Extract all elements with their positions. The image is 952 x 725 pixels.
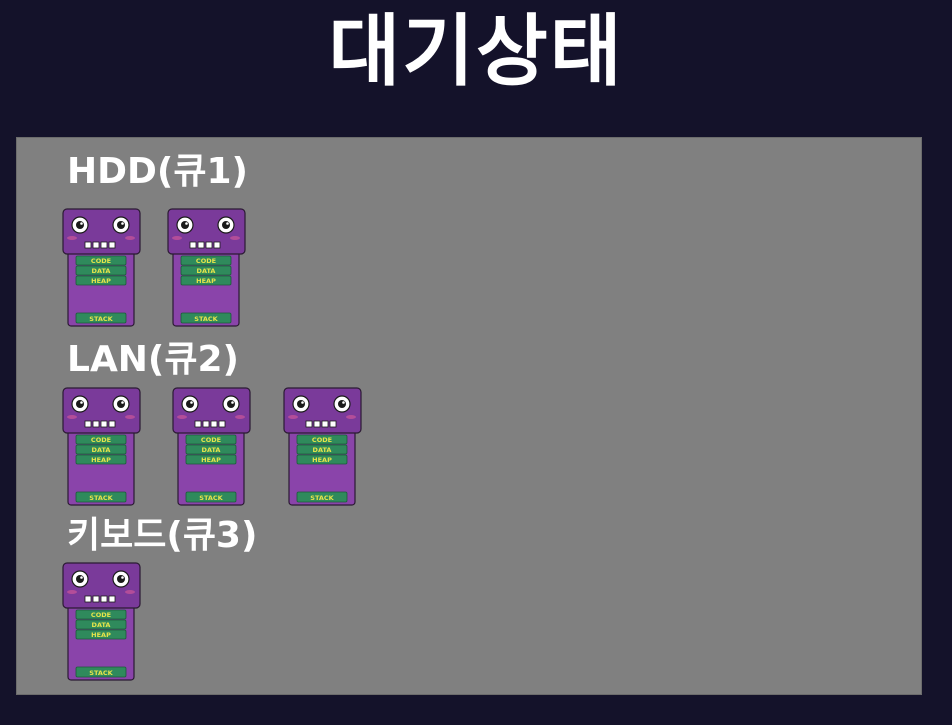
- left-eye-icon: [71, 216, 89, 234]
- teeth-icon: [305, 420, 337, 428]
- heap-segment-block: [75, 629, 127, 640]
- process-icon: CODE DATA HEAP STACK: [62, 562, 142, 682]
- heap-segment-block: [180, 275, 232, 286]
- stack-segment-label: STACK: [194, 315, 218, 323]
- page-title: 대기상태: [328, 7, 624, 97]
- right-eye-icon: [333, 395, 351, 413]
- stack-segment-label: STACK: [89, 669, 113, 677]
- heap-segment-label: HEAP: [201, 456, 221, 464]
- teeth-icon: [84, 241, 116, 249]
- data-segment-label: DATA: [202, 446, 221, 454]
- code-segment-block: [75, 434, 127, 445]
- code-segment-block: [75, 255, 127, 266]
- data-segment-block: [185, 444, 237, 455]
- right-eye-icon: [217, 216, 235, 234]
- code-segment-label: CODE: [91, 611, 111, 619]
- queue-label-hdd: HDD(큐1): [67, 151, 248, 192]
- right-eye-icon: [112, 570, 130, 588]
- code-segment-label: CODE: [91, 257, 111, 265]
- right-eye-icon: [222, 395, 240, 413]
- queue-row-lan: CODE DATA HEAP STACK CODE DATA HEAP STACK CODE…: [17, 387, 921, 507]
- stack-segment-label: STACK: [310, 494, 334, 502]
- code-segment-label: CODE: [312, 436, 332, 444]
- right-eye-icon: [112, 395, 130, 413]
- queue-label-lan: LAN(큐2): [67, 339, 240, 380]
- waiting-queues-panel: HDD(큐1) CODE DATA HEAP STACK CODE DATA HEAP ST…: [16, 137, 922, 695]
- stack-segment-label: STACK: [199, 494, 223, 502]
- data-segment-label: DATA: [92, 621, 111, 629]
- heap-segment-block: [75, 454, 127, 465]
- teeth-icon: [84, 420, 116, 428]
- teeth-icon: [194, 420, 226, 428]
- process-icon: CODE DATA HEAP STACK: [62, 208, 142, 328]
- data-segment-block: [296, 444, 348, 455]
- left-eye-icon: [71, 395, 89, 413]
- heap-segment-label: HEAP: [196, 277, 216, 285]
- heap-segment-block: [185, 454, 237, 465]
- left-eye-icon: [181, 395, 199, 413]
- process-icon: CODE DATA HEAP STACK: [172, 387, 252, 507]
- stack-segment-block: [75, 491, 127, 503]
- data-segment-block: [180, 265, 232, 276]
- left-eye-icon: [176, 216, 194, 234]
- code-segment-label: CODE: [196, 257, 216, 265]
- process-icon: CODE DATA HEAP STACK: [283, 387, 363, 507]
- heap-segment-block: [75, 275, 127, 286]
- teeth-icon: [84, 595, 116, 603]
- process-icon: CODE DATA HEAP STACK: [62, 387, 142, 507]
- code-segment-block: [296, 434, 348, 445]
- code-segment-block: [180, 255, 232, 266]
- data-segment-label: DATA: [92, 267, 111, 275]
- right-eye-icon: [112, 216, 130, 234]
- left-eye-icon: [292, 395, 310, 413]
- data-segment-block: [75, 265, 127, 276]
- left-eye-icon: [71, 570, 89, 588]
- code-segment-label: CODE: [91, 436, 111, 444]
- stack-segment-block: [180, 312, 232, 324]
- data-segment-block: [75, 444, 127, 455]
- data-segment-label: DATA: [92, 446, 111, 454]
- queue-row-hdd: CODE DATA HEAP STACK CODE DATA HEAP STACK: [17, 208, 921, 328]
- teeth-icon: [189, 241, 221, 249]
- heap-segment-block: [296, 454, 348, 465]
- heap-segment-label: HEAP: [91, 277, 111, 285]
- heap-segment-label: HEAP: [91, 456, 111, 464]
- process-icon: CODE DATA HEAP STACK: [167, 208, 247, 328]
- code-segment-label: CODE: [201, 436, 221, 444]
- heap-segment-label: HEAP: [312, 456, 332, 464]
- data-segment-label: DATA: [313, 446, 332, 454]
- stack-segment-block: [185, 491, 237, 503]
- stack-segment-label: STACK: [89, 494, 113, 502]
- stack-segment-label: STACK: [89, 315, 113, 323]
- data-segment-block: [75, 619, 127, 630]
- stack-segment-block: [75, 666, 127, 678]
- stack-segment-block: [296, 491, 348, 503]
- queue-label-keyboard: 키보드(큐3): [67, 515, 258, 556]
- heap-segment-label: HEAP: [91, 631, 111, 639]
- data-segment-label: DATA: [197, 267, 216, 275]
- code-segment-block: [185, 434, 237, 445]
- queue-row-keyboard: CODE DATA HEAP STACK: [17, 562, 921, 682]
- code-segment-block: [75, 609, 127, 620]
- stack-segment-block: [75, 312, 127, 324]
